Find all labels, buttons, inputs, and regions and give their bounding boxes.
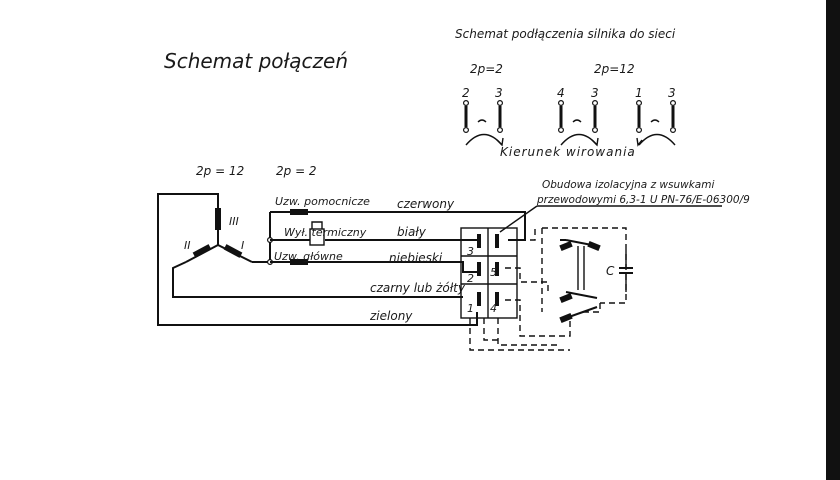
terminal-pair-3-left: 1: [635, 86, 643, 100]
terminal-pair-1-left: 2: [462, 86, 470, 100]
terminal-pair-3: 1 3: [635, 86, 676, 147]
terminal-pair-1-right: 3: [495, 86, 503, 100]
wire-black-path: [172, 261, 463, 298]
pole-label-two: 2p=2: [470, 62, 503, 76]
page-title: Schemat połączeń: [164, 49, 348, 73]
pole-label-twelve: 2p=12: [594, 62, 635, 76]
wire-green-path: [157, 193, 478, 326]
terminal-4-label: 4: [490, 302, 497, 315]
wire-blue-path: [270, 261, 477, 273]
winding-label-3: III: [229, 215, 239, 228]
thermal-switch-label: Wył. termiczny: [284, 226, 367, 239]
wire-blue-label: niebieski: [389, 251, 443, 265]
housing-note-line1: Obudowa izolacyjna z wsuwkami: [542, 179, 714, 191]
terminal-2-label: 2: [467, 272, 474, 285]
terminal-pair-1: 2 3: [462, 86, 504, 147]
terminal-pair-2-right: 3: [591, 86, 599, 100]
network-title: Schemat podłączenia silnika do sieci: [455, 27, 676, 41]
wire-green-label: zielony: [369, 309, 413, 323]
aux-winding-label: Uzw. pomocnicze: [275, 195, 370, 208]
wire-red-label: czerwony: [397, 197, 455, 211]
terminal-1-label: 1: [467, 302, 474, 315]
wire-white-label: biały: [397, 225, 427, 239]
housing-note-line2: przewodowymi 6,3-1 U PN-76/E-06300/9: [536, 194, 750, 206]
capacitor-switch: [559, 239, 601, 324]
terminal-pair-2-left: 4: [557, 86, 565, 100]
wire-black-label: czarny lub żółty: [370, 281, 466, 295]
winding-label-1: I: [241, 239, 244, 252]
rotation-label: Kierunek wirowania: [500, 145, 636, 159]
terminal-pair-2: 4 3: [557, 86, 599, 147]
terminal-pair-3-right: 3: [668, 86, 676, 100]
star-winding: III II I: [184, 206, 270, 263]
capacitor: C: [606, 250, 633, 292]
pole-label-left-two: 2p = 2: [276, 164, 317, 178]
main-winding-element: [290, 259, 308, 265]
terminal-5-label: 5: [490, 266, 497, 279]
thermal-switch-symbol: [309, 228, 325, 246]
aux-winding-element: [290, 209, 308, 215]
winding-label-2: II: [184, 239, 191, 252]
terminal-block: 3 5 2 1 4: [460, 227, 518, 319]
main-winding-label: Uzw. główne: [274, 250, 343, 263]
capacitor-label: C: [606, 264, 615, 278]
pole-label-left-twelve: 2p = 12: [196, 164, 244, 178]
page-edge: [826, 0, 840, 480]
terminal-3-label: 3: [467, 245, 474, 258]
